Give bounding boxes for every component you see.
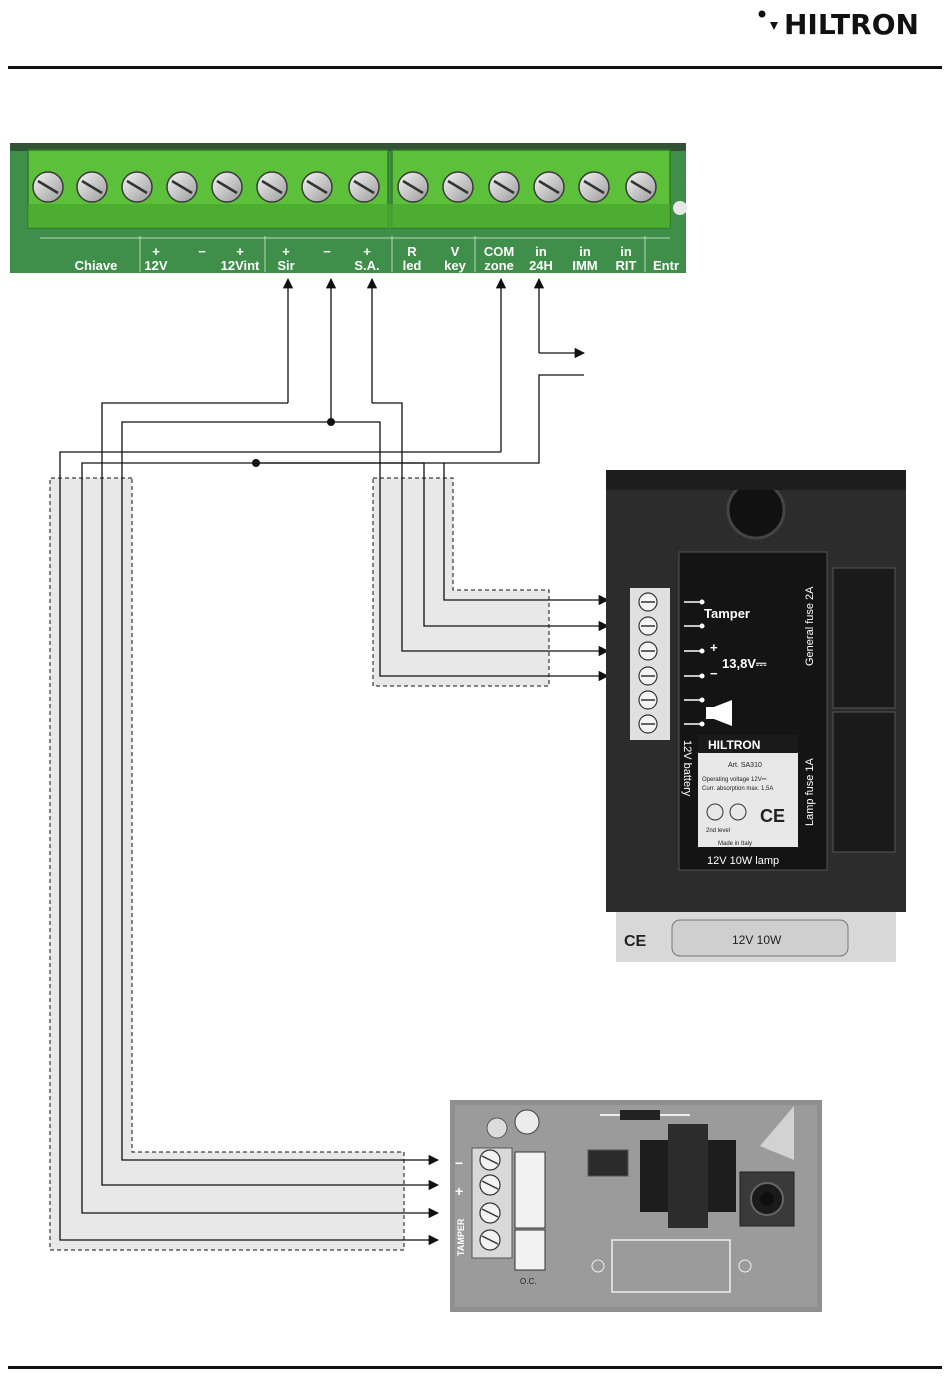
siren-operating: Operating voltage 12V⎓ [702,777,767,783]
terminal-screw [534,172,564,202]
terminal-screw [212,172,242,202]
oc-label: O.C. [520,1277,536,1286]
terminal-label-bottom: S.A. [354,258,379,273]
terminal-label-bottom: 12Vint [221,258,260,273]
siren-terminal-screw [639,691,657,709]
siren-current: Curr. absorption max. 1,5A [702,786,773,792]
terminal-label-bottom: IMM [572,258,597,273]
siren-module: Tamper + − 13,8V⎓ General fuse 2A Lamp f… [606,470,906,962]
terminal-screw [443,172,473,202]
lamp-label: 12V 10W lamp [707,855,779,867]
tamper-label: Tamper [704,606,750,621]
terminal-label-top: − [323,244,331,259]
bottom-lamp-label: 12V 10W [732,933,782,947]
terminal-screw [257,172,287,202]
battery-label: 12V battery [681,740,693,797]
junction-dots [252,418,335,467]
board-terminal-screw [480,1150,500,1170]
board-terminal-screw [480,1230,500,1250]
terminal-label-top: + [236,244,244,259]
terminal-label-top: V [451,244,460,259]
terminal-label-top: R [407,244,417,259]
terminal-label-top: + [152,244,160,259]
terminal-screw [579,172,609,202]
siren-terminal-screw [639,642,657,660]
terminal-screw [122,172,152,202]
terminal-label-top: in [535,244,547,259]
terminal-label-bottom: led [403,258,422,273]
terminal-label-bottom: zone [484,258,514,273]
terminal-label-top: in [620,244,632,259]
board-tamper-label: TAMPER [456,1218,466,1256]
footer-rule [8,1366,942,1369]
board-terminal-screw [480,1175,500,1195]
bottom-ce: CE [624,933,647,950]
tamper-board: O.C. − + TAMPER [450,1100,822,1312]
board-minus-label: − [455,1155,463,1171]
siren-level: 2nd level [706,828,730,834]
svg-text:+: + [710,640,718,655]
header-rule [8,66,942,69]
general-fuse-label: General fuse 2A [804,586,816,666]
terminal-screw [302,172,332,202]
voltage-label: 13,8V⎓ [722,656,767,671]
terminal-screw [349,172,379,202]
hiltron-logo: HILTRON [759,8,919,41]
terminal-label-top: + [282,244,290,259]
siren-art: Art. SA310 [728,762,762,769]
terminal-label-top: + [363,244,371,259]
svg-text:−: − [710,666,718,681]
siren-ce: CE [760,806,785,826]
siren-terminal-screw [639,617,657,635]
terminal-screw [77,172,107,202]
board-terminal-screw [480,1203,500,1223]
terminal-label-bottom: 12V [144,258,167,273]
terminal-label-bottom: RIT [616,258,637,273]
board-plus-label: + [455,1183,463,1199]
terminal-label-bottom: 24H [529,258,553,273]
siren-brand: HILTRON [708,738,760,752]
siren-terminal-screw [639,715,657,733]
siren-terminal-screw [639,593,657,611]
terminal-label-top: − [198,244,206,259]
terminal-screw [489,172,519,202]
terminal-label-bottom: key [444,258,466,273]
terminal-screw [398,172,428,202]
terminal-label-top: COM [484,244,514,259]
terminal-label-bottom: Chiave [75,258,118,273]
control-panel-terminal-block: Chiave+12V−+12Vint+Sir−+S.A.RledVkeyCOMz… [10,143,687,273]
siren-made-in: Made in Italy [718,841,752,847]
header: HILTRON [8,8,942,69]
logo-text: HILTRON [784,8,919,41]
siren-terminal-screw [639,667,657,685]
terminal-screw [33,172,63,202]
terminal-label-bottom: Entr [653,258,679,273]
lamp-fuse-label: Lamp fuse 1A [804,757,816,826]
terminal-label-bottom: Sir [277,258,294,273]
terminal-screw [167,172,197,202]
terminal-label-top: in [579,244,591,259]
terminal-screw [626,172,656,202]
